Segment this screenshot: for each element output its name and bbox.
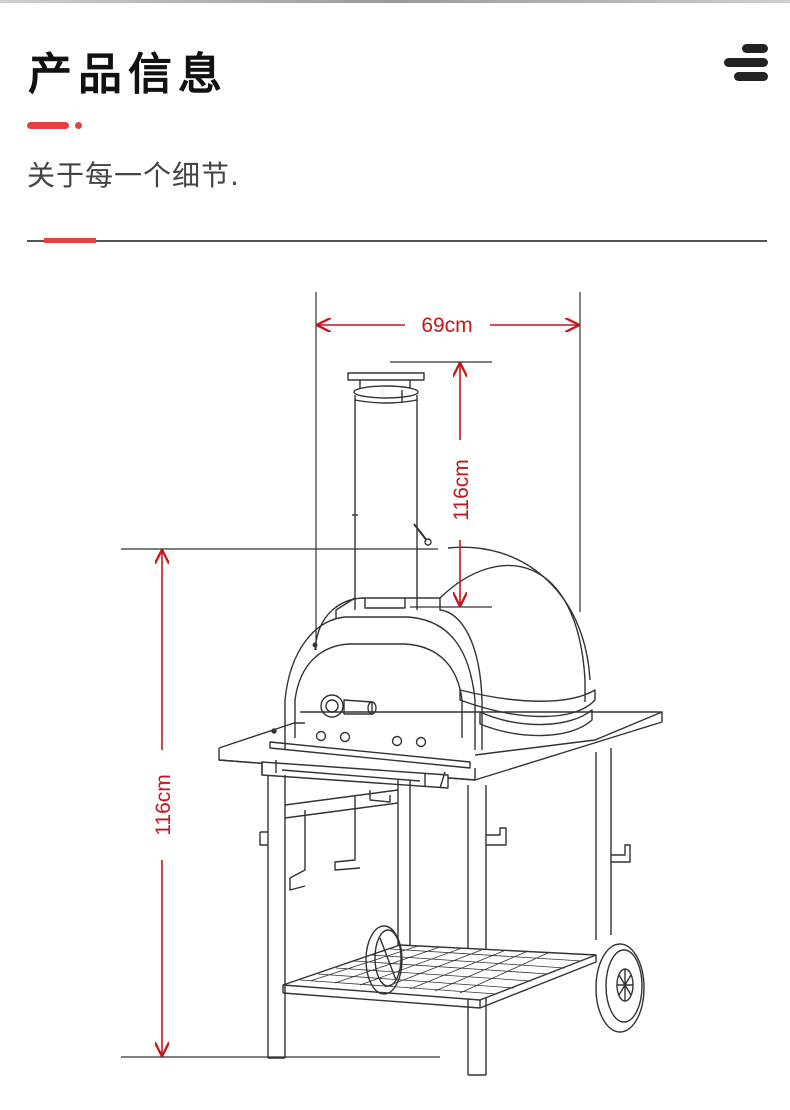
menu-icon[interactable] [724,44,768,84]
oven-illustration [218,372,663,1076]
page-title: 产品信息 [28,49,228,100]
dimension-extension-lines [121,292,581,1058]
section-divider-accent [44,238,96,243]
dimension-arrows [162,325,578,1055]
accent-pill [27,122,69,129]
chimney-height-label: 116cm [450,459,473,520]
accent-dot [75,122,82,129]
section-divider [27,240,767,242]
top-border [0,0,790,3]
width-label: 69cm [421,314,472,337]
total-height-label: 116cm [152,774,175,835]
page-subtitle: 关于每一个细节. [27,159,240,192]
